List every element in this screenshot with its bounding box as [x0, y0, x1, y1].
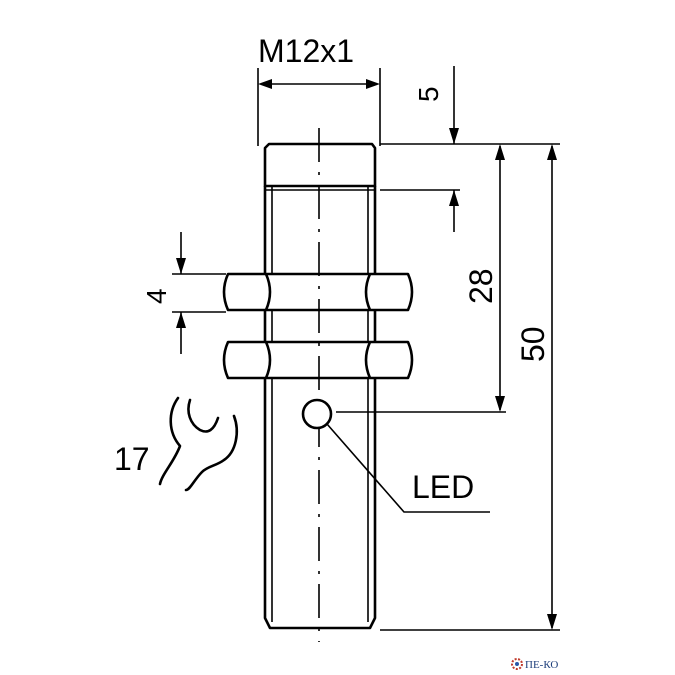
dimension-28: [495, 144, 505, 412]
thread-dimension: [257, 68, 381, 146]
dimension-50-label: 50: [515, 326, 551, 362]
thread-label: M12x1: [258, 33, 354, 69]
dimension-5-label: 5: [413, 86, 444, 102]
dimension-50: [547, 144, 557, 630]
lower-nut: [222, 340, 414, 380]
extension-lines: [336, 143, 560, 631]
dimension-5: [449, 66, 459, 232]
watermark-text: ПЕ-КО: [525, 659, 558, 671]
led-window: [301, 398, 333, 430]
sensor-head: [263, 142, 377, 188]
led-label: LED: [412, 469, 474, 505]
dimension-4: [172, 232, 226, 354]
sensor-body: [263, 142, 377, 630]
wrench-size-label: 17: [114, 441, 150, 477]
watermark-logo: ПЕ-КО: [511, 658, 558, 671]
upper-nut: [222, 272, 414, 312]
dimension-28-label: 28: [463, 268, 499, 304]
dimension-4-label: 4: [141, 288, 172, 304]
gear-icon: [511, 658, 523, 670]
wrench-icon: [158, 396, 238, 492]
sensor-barrel: [263, 186, 377, 630]
led-leader-line: [326, 423, 490, 513]
